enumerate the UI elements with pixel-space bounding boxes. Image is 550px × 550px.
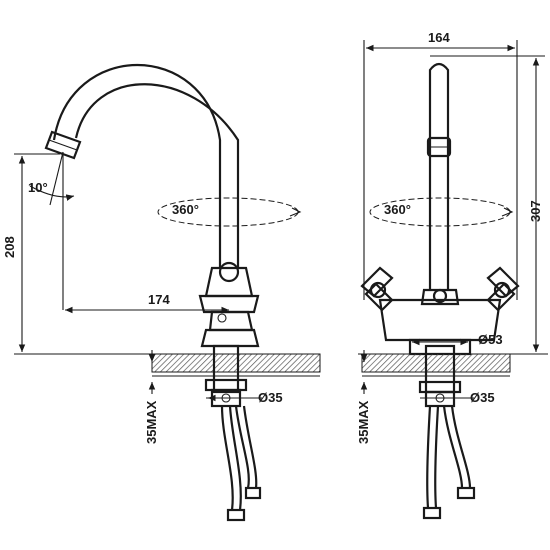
front-view: 164 307 360° (356, 30, 548, 520)
front-maxthickness-label: 35MAX (356, 400, 371, 444)
side-hole-diameter-label: Ø35 (258, 390, 283, 405)
side-body (198, 261, 260, 348)
front-width-label: 164 (428, 30, 450, 45)
side-height-label: 208 (2, 236, 17, 258)
side-hoses (220, 405, 262, 522)
side-countertop (18, 353, 321, 377)
side-rotation-label: 360° (172, 202, 199, 217)
front-rotation-label: 360° (384, 202, 411, 217)
front-hoses (422, 405, 476, 520)
side-view: 360° 10° 208 174 (2, 64, 321, 522)
side-tilt-label: 10° (28, 180, 48, 195)
front-mounting (418, 344, 462, 408)
side-maxthickness-label: 35MAX (144, 400, 159, 444)
side-reach-label: 174 (148, 292, 170, 307)
front-hole-diameter-label: Ø35 (470, 390, 495, 405)
front-spout (426, 62, 452, 290)
front-rotation-ellipse (369, 197, 511, 227)
side-spout (44, 64, 240, 268)
front-base-diameter-label: Ø53 (478, 332, 503, 347)
side-rotation-ellipse (157, 197, 299, 227)
front-height-label: 307 (528, 200, 543, 222)
